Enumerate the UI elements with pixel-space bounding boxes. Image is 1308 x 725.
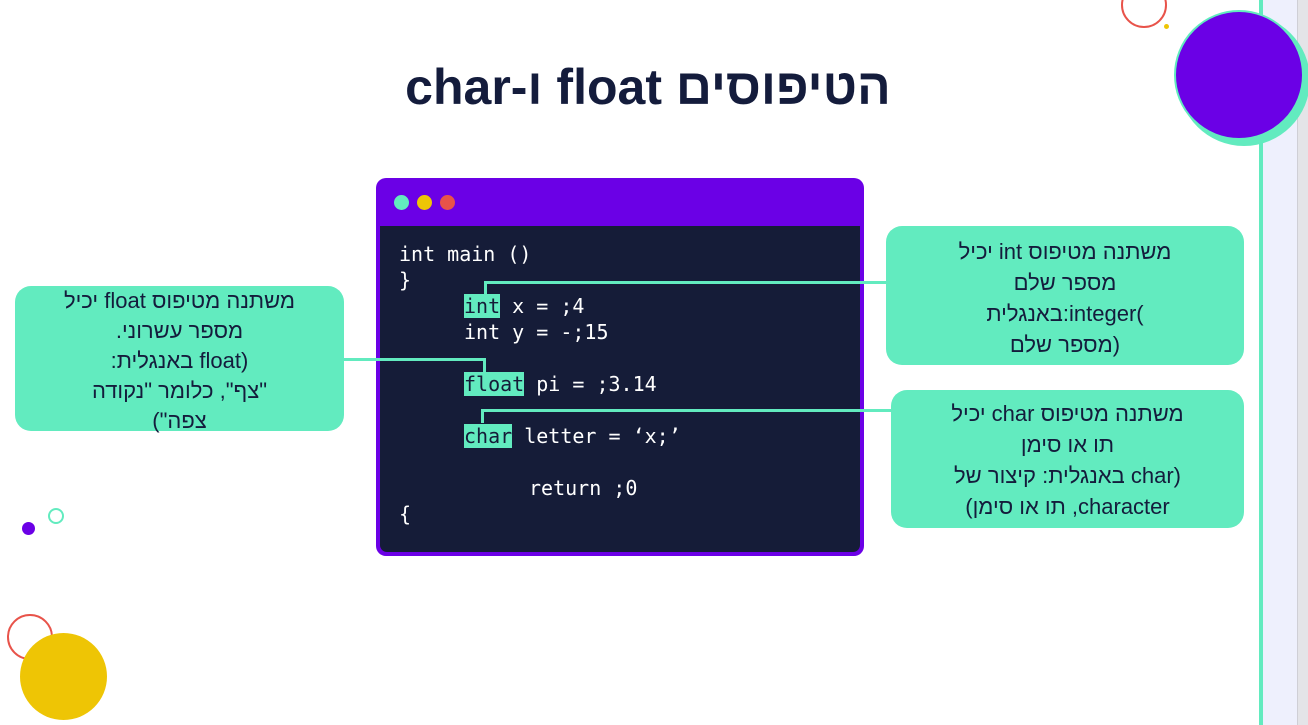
code-line-float: float pi = ;3.14 (464, 372, 657, 396)
connector-int-vertical (484, 281, 487, 296)
keyword-float-highlight: float (464, 372, 525, 396)
callout-char-line-4: character, תו או סימן) (965, 494, 1170, 519)
decorative-ring-mint (48, 508, 64, 524)
connector-float-vertical (483, 358, 486, 372)
callout-char-line-2: תו או סימן (1020, 432, 1115, 457)
code-char-rest: letter = ‘x;’ (512, 424, 681, 448)
callout-int: משתנה מטיפוס int יכיל מספר שלם )integer:… (886, 226, 1244, 365)
code-line-return: return ;0 (529, 476, 638, 500)
callout-int-line-3: )integer:באנגלית (986, 301, 1144, 326)
code-line-main: int main () (399, 242, 532, 266)
slide-title: הטיפוסים float ו-char (405, 59, 891, 115)
code-editor: int main () } int x = ;4 int y = -;15 fl… (380, 226, 860, 552)
code-line-close-brace: { (399, 502, 412, 526)
decorative-ring-red-top (1121, 0, 1167, 28)
code-int-x-rest: x = ;4 (500, 294, 585, 318)
keyword-char-highlight: char (464, 424, 513, 448)
callout-float-line-2: מספר עשרוני. (115, 318, 244, 343)
connector-int-horizontal (484, 281, 887, 284)
code-line-char: char letter = ‘x;’ (464, 424, 681, 448)
callout-char-line-1: משתנה מטיפוס char יכיל (951, 401, 1184, 426)
callout-float: משתנה מטיפוס float יכיל מספר עשרוני. (fl… (15, 286, 344, 433)
window-dot-red (440, 195, 455, 210)
callout-int-line-4: (מספר שלם (1009, 332, 1121, 357)
callout-char-line-3: (char באנגלית: קיצור של (954, 463, 1181, 488)
decorative-dot-purple (22, 522, 35, 535)
code-line-int-x: int x = ;4 (464, 294, 584, 318)
decorative-dot-yellow-top (1164, 24, 1169, 29)
decorative-circle-purple (1174, 10, 1304, 140)
callout-char: משתנה מטיפוס char יכיל תו או סימן (char … (891, 390, 1244, 528)
decorative-circle-yellow (20, 633, 107, 720)
connector-char-horizontal (481, 409, 892, 412)
callout-int-line-1: משתנה מטיפוס int יכיל (958, 239, 1172, 264)
code-line-open-brace: } (399, 268, 412, 292)
window-dot-mint (394, 195, 409, 210)
right-accent-line (1259, 0, 1263, 725)
callout-float-line-4: "צף", כלומר "נקודה (91, 378, 268, 403)
connector-char-vertical (481, 409, 484, 423)
keyword-int-highlight: int (464, 294, 501, 318)
code-float-rest: pi = ;3.14 (524, 372, 657, 396)
callout-float-line-5: צפה") (152, 408, 207, 433)
callout-float-line-1: משתנה מטיפוס float יכיל (63, 288, 296, 313)
code-line-int-y: int y = -;15 (464, 320, 609, 344)
code-window: int main () } int x = ;4 int y = -;15 fl… (376, 178, 864, 556)
callout-int-line-2: מספר שלם (1013, 270, 1117, 295)
callout-float-line-3: (float באנגלית: (110, 348, 249, 373)
window-dot-yellow (417, 195, 432, 210)
scrollbar[interactable] (1297, 0, 1308, 725)
connector-float-horizontal (343, 358, 486, 361)
